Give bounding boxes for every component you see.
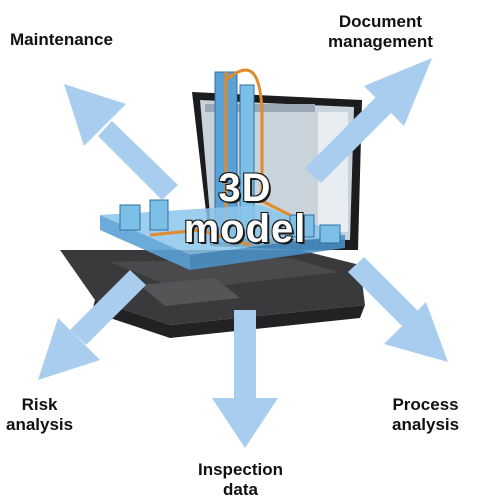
plant-pipe-3 bbox=[149, 228, 251, 247]
touchpad bbox=[140, 278, 240, 306]
node-document-management-line1: Document bbox=[338, 12, 422, 31]
node-process-analysis-line1: Process bbox=[392, 395, 459, 414]
arrow-inspection-data bbox=[212, 310, 278, 448]
arrow-risk-analysis bbox=[38, 270, 146, 380]
laptop-base-edge bbox=[92, 300, 365, 338]
plant-pipe-2 bbox=[225, 68, 264, 200]
screen-display bbox=[200, 100, 354, 240]
plant-pipe-4 bbox=[259, 198, 291, 217]
plant-vessel-4 bbox=[319, 224, 341, 244]
node-maintenance-line1: Maintenance bbox=[10, 30, 113, 49]
plant-vessel-3 bbox=[289, 214, 315, 238]
plant-vessel-2 bbox=[149, 199, 169, 231]
node-risk-analysis-line1: Risk bbox=[21, 395, 58, 414]
node-inspection-data: Inspection data bbox=[198, 460, 283, 500]
arrows bbox=[38, 58, 448, 448]
center-title-line2: model bbox=[183, 207, 307, 251]
center-title-line1: 3D bbox=[217, 166, 272, 210]
node-process-analysis: Process analysis bbox=[392, 395, 459, 435]
arrow-document-management bbox=[305, 58, 432, 183]
node-inspection-data-line1: Inspection bbox=[198, 460, 284, 479]
plant-vessel-1 bbox=[119, 204, 141, 231]
node-maintenance: Maintenance bbox=[10, 30, 113, 50]
arrow-maintenance bbox=[64, 84, 178, 200]
plant-platform-front bbox=[190, 235, 345, 270]
plant-model bbox=[100, 68, 345, 270]
keyboard-area bbox=[110, 258, 340, 290]
node-inspection-data-line2: data bbox=[223, 480, 258, 499]
node-process-analysis-line2: analysis bbox=[392, 415, 460, 434]
node-document-management-line2: management bbox=[328, 32, 433, 51]
node-risk-analysis-line2: analysis bbox=[6, 415, 74, 434]
node-risk-analysis: Risk analysis bbox=[6, 395, 73, 435]
screen-toolbar bbox=[205, 104, 315, 112]
node-document-management: Document management bbox=[328, 12, 433, 52]
arrow-process-analysis bbox=[348, 257, 448, 362]
center-title: 3D model bbox=[160, 166, 330, 251]
